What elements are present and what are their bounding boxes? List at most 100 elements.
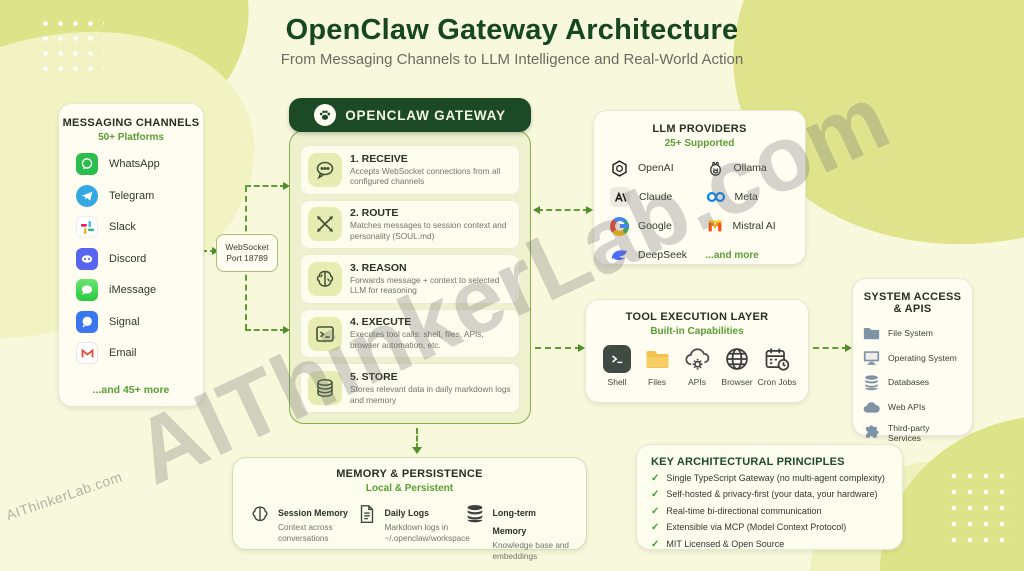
gateway-header: OPENCLAW GATEWAY <box>289 98 531 132</box>
principle-item: ✓ Single TypeScript Gateway (no multi-ag… <box>651 473 888 485</box>
principle-label: Self-hosted & privacy-first (your data, … <box>666 489 878 499</box>
list-item: Operating System <box>863 350 962 367</box>
watermark-text: AIThinkerLab.com <box>4 468 125 524</box>
deepseek-icon <box>610 246 629 265</box>
check-icon: ✓ <box>651 472 660 484</box>
mistral-icon <box>706 217 724 235</box>
panel-subtitle: Built-in Capabilities <box>650 326 744 337</box>
google-icon <box>610 216 629 236</box>
cloud-icon <box>863 399 880 416</box>
database-icon <box>464 503 486 562</box>
list-item: Google <box>610 216 706 236</box>
messaging-channels-panel: MESSAGING CHANNELS 50+ Platforms WhatsAp… <box>58 103 204 407</box>
system-label: Web APIs <box>888 401 926 412</box>
memory-item: Long-term Memory Knowledge base and embe… <box>464 503 571 562</box>
whatsapp-icon <box>76 153 98 175</box>
channels-footer: ...and 45+ more <box>92 384 170 396</box>
gateway-step: 2. ROUTE Matches messages to session con… <box>300 199 520 250</box>
principle-item: ✓ Extensible via MCP (Model Context Prot… <box>651 522 888 534</box>
provider-label: Claude <box>639 191 673 203</box>
panel-title: KEY ARCHITECTURAL PRINCIPLES <box>651 456 845 468</box>
arrow-gateway-to-memory <box>412 428 422 454</box>
principle-label: MIT Licensed & Open Source <box>666 538 785 549</box>
memory-title: Daily Logs <box>384 508 429 518</box>
memory-desc: Context across conversations <box>278 523 333 543</box>
principle-label: Real-time bi-directional communication <box>666 505 822 516</box>
folder-icon <box>643 345 672 373</box>
channel-label: WhatsApp <box>109 158 160 170</box>
system-access-panel: SYSTEM ACCESS & APIS File System Operati… <box>852 278 973 443</box>
shell-icon <box>603 345 631 373</box>
panel-title: MESSAGING CHANNELS <box>62 117 200 129</box>
brain-icon <box>249 503 271 562</box>
provider-label: Mistral AI <box>732 220 776 232</box>
websocket-label: WebSocket <box>225 241 269 252</box>
step-title: 5. STORE <box>350 370 398 383</box>
principle-label: Extensible via MCP (Model Context Protoc… <box>666 522 847 532</box>
monitor-icon <box>863 350 880 367</box>
globe-icon <box>723 345 751 373</box>
memory-title: Long-term Memory <box>492 508 537 536</box>
imessage-icon <box>76 279 98 301</box>
list-item: Meta <box>706 187 802 207</box>
ollama-icon <box>706 159 725 178</box>
list-item: WhatsApp <box>76 153 203 175</box>
step-desc: Forwards message + context to selected L… <box>350 274 500 296</box>
gateway-panel: 1. RECEIVE Accepts WebSocket connections… <box>289 130 531 424</box>
page-header: OpenClaw Gateway Architecture From Messa… <box>0 14 1024 68</box>
list-item: Telegram <box>76 184 203 207</box>
meta-icon <box>706 190 726 204</box>
slack-icon <box>76 216 98 238</box>
provider-label: OpenAI <box>638 162 674 174</box>
provider-label: Google <box>638 220 672 232</box>
channel-label: Signal <box>109 315 140 328</box>
email-icon <box>76 342 98 364</box>
list-item: Mistral AI <box>706 216 802 236</box>
tool-item: APIs <box>678 345 716 387</box>
panel-subtitle: 50+ Platforms <box>98 132 164 143</box>
tool-label: Browser <box>721 377 753 387</box>
folder-icon <box>863 325 880 342</box>
websocket-port: Port 18789 <box>226 253 268 263</box>
memory-desc: Knowledge base and embeddings <box>492 541 569 561</box>
gateway-title: OPENCLAW GATEWAY <box>345 107 506 123</box>
websocket-port-box: WebSocket Port 18789 <box>216 234 278 272</box>
channel-label: iMessage <box>109 284 157 296</box>
provider-label: DeepSeek <box>638 249 688 261</box>
panel-title: LLM PROVIDERS <box>652 123 747 135</box>
channel-label: Discord <box>109 252 147 265</box>
step-title: 1. RECEIVE <box>350 152 408 165</box>
memory-persistence-panel: MEMORY & PERSISTENCE Local & Persistent … <box>232 457 587 561</box>
discord-icon <box>76 247 98 270</box>
memory-item: Session Memory Context across conversati… <box>249 503 356 562</box>
crossed-arrows-icon <box>308 207 342 242</box>
watermark-small: AIThinkerLab.com <box>4 468 125 525</box>
signal-icon <box>76 310 98 333</box>
list-item: OpenAI <box>610 158 706 178</box>
tool-item: Browser <box>718 345 756 387</box>
list-item: DeepSeek <box>610 245 706 265</box>
step-desc: Stores relevant data in daily markdown l… <box>350 383 511 405</box>
tool-item: Files <box>638 345 676 387</box>
page-subtitle: From Messaging Channels to LLM Intellige… <box>280 51 744 68</box>
system-label: Third-party Services <box>888 423 930 444</box>
list-item: Databases <box>863 374 962 391</box>
openai-icon <box>610 159 629 178</box>
tool-execution-panel: TOOL EXECUTION LAYER Built-in Capabiliti… <box>585 299 809 403</box>
llm-providers-panel: LLM PROVIDERS 25+ Supported OpenAI Ollam… <box>593 110 806 265</box>
panel-subtitle: Local & Persistent <box>365 483 454 494</box>
list-item: Email <box>76 342 203 364</box>
arrow-websocket-to-gateway-top <box>245 182 290 190</box>
dot-grid-top-left <box>38 16 104 80</box>
system-label: Databases <box>888 377 930 388</box>
list-item: Third-party Services <box>863 423 962 444</box>
provider-label: Ollama <box>733 162 767 174</box>
list-item: Slack <box>76 216 203 238</box>
panel-subtitle: 25+ Supported <box>664 138 735 149</box>
check-icon: ✓ <box>651 505 660 517</box>
gateway-step: 3. REASON Forwards message + context to … <box>300 254 520 304</box>
panel-title: TOOL EXECUTION LAYER <box>625 311 769 323</box>
principle-item: ✓ MIT Licensed & Open Source <box>651 539 888 551</box>
check-icon: ✓ <box>651 538 660 550</box>
tool-item: Cron Jobs <box>758 345 796 387</box>
